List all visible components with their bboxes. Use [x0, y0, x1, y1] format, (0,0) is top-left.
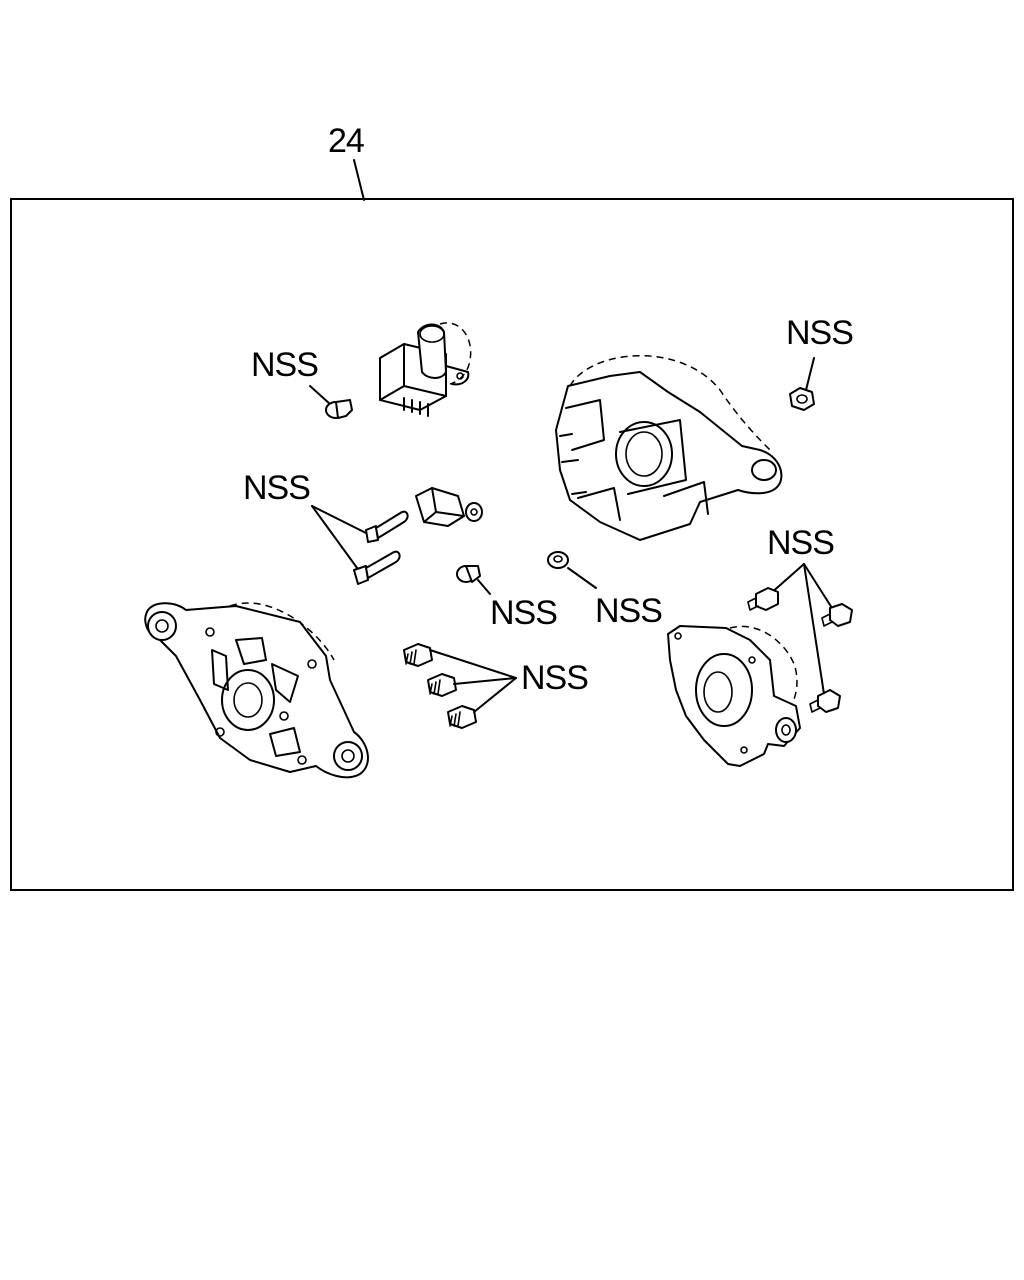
nss-rear-nut: NSS	[786, 314, 854, 411]
hex-bolt-icon-1	[747, 587, 779, 611]
leader-bracket-bolt-2	[803, 563, 833, 609]
washer-icon	[547, 551, 569, 569]
flange-bolt-icon-2	[427, 673, 457, 697]
flange-bolt-icon-3	[447, 705, 477, 729]
leader-rear-nut	[805, 357, 815, 391]
assembly-callout-number: 24	[328, 122, 364, 160]
leader-bracket-bolt-3	[803, 563, 825, 695]
bracket-plate	[667, 625, 801, 767]
rear-housing	[555, 355, 783, 541]
nss-washer: NSS	[547, 551, 663, 630]
leader-bolt-lower	[311, 505, 361, 573]
nss-front-bolts: NSS	[403, 643, 589, 729]
front-housing	[144, 602, 369, 779]
assembly-callout: 24	[328, 122, 365, 201]
leader-front-bolt-1	[429, 649, 517, 679]
label-nss-brush-screw: NSS	[251, 346, 318, 384]
leader-front-bolt-2	[453, 677, 517, 685]
assembly-leader-line	[353, 159, 365, 201]
nss-small-screw: NSS	[456, 565, 558, 632]
flange-bolt-icon-1	[403, 643, 433, 667]
leader-brush-screw	[309, 385, 331, 405]
nss-brush-screw: NSS	[251, 346, 353, 419]
leader-small-screw	[477, 579, 491, 595]
leader-front-bolt-3	[473, 677, 517, 713]
small-screw-icon-2	[456, 565, 481, 583]
leader-bolt-upper	[311, 505, 369, 535]
leader-washer	[567, 567, 597, 589]
brush-holder	[379, 322, 472, 417]
through-bolt-lower-icon	[353, 550, 401, 585]
hex-nut-icon	[789, 387, 815, 411]
through-bolt-upper-icon	[365, 510, 409, 543]
label-nss-bracket-bolts: NSS	[767, 524, 834, 562]
label-nss-through-bolts: NSS	[243, 469, 310, 507]
leader-bracket-bolt-1	[769, 563, 805, 595]
label-nss-front-bolts: NSS	[521, 659, 588, 697]
small-screw-icon	[325, 399, 353, 419]
nss-through-bolts: NSS	[243, 469, 409, 585]
nss-bracket-bolts: NSS	[747, 524, 853, 713]
label-nss-small-screw: NSS	[490, 594, 557, 632]
hex-bolt-icon-3	[809, 689, 841, 713]
label-nss-rear-nut: NSS	[786, 314, 853, 352]
assembly-frame	[10, 198, 1014, 891]
hex-bolt-icon-2	[821, 603, 853, 627]
label-nss-washer: NSS	[595, 592, 662, 630]
terminal-part	[415, 487, 483, 527]
